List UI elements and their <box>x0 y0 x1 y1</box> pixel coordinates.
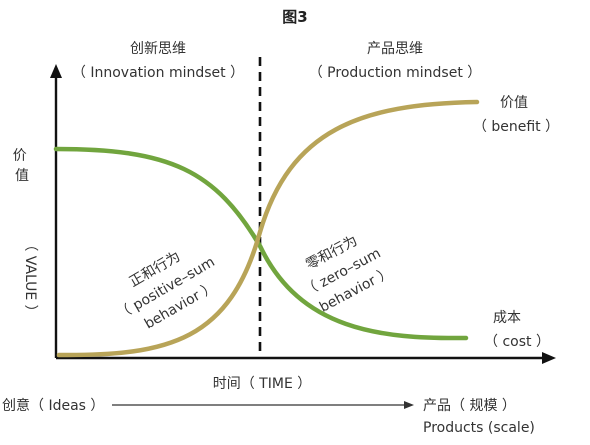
y-axis-arrowhead <box>50 64 62 78</box>
figure-title: 图3 <box>282 8 307 26</box>
y-axis-label-en: （ VALUE ） <box>22 237 38 318</box>
products-label-zh: 产品（ 规模 ） <box>423 398 516 414</box>
ideas-to-products-arrowhead <box>404 401 414 409</box>
cost-label-zh: 成本 <box>493 310 521 326</box>
benefit-label-zh: 价值 <box>500 95 528 111</box>
x-axis-arrowhead <box>542 352 556 364</box>
benefit-label-en: （ benefit ） <box>473 119 559 135</box>
ideas-label: 创意（ Ideas ） <box>2 397 104 414</box>
innovation-mindset-en: （ Innovation mindset ） <box>72 65 244 81</box>
production-mindset-en: （ Production mindset ） <box>309 65 482 81</box>
benefit-curve <box>56 99 480 358</box>
products-label-en: Products (scale) <box>423 420 535 436</box>
y-axis-label-zh: 价 值 <box>13 148 31 184</box>
positive-sum-label: 正和行为 （ positive–sum behavior ） <box>114 249 219 333</box>
cost-label-en: （ cost ） <box>484 334 550 350</box>
production-mindset-zh: 产品思维 <box>367 41 423 57</box>
x-axis-label: 时间（ TIME ） <box>213 376 312 392</box>
innovation-mindset-zh: 创新思维 <box>130 41 186 57</box>
cost-curve <box>53 146 469 341</box>
